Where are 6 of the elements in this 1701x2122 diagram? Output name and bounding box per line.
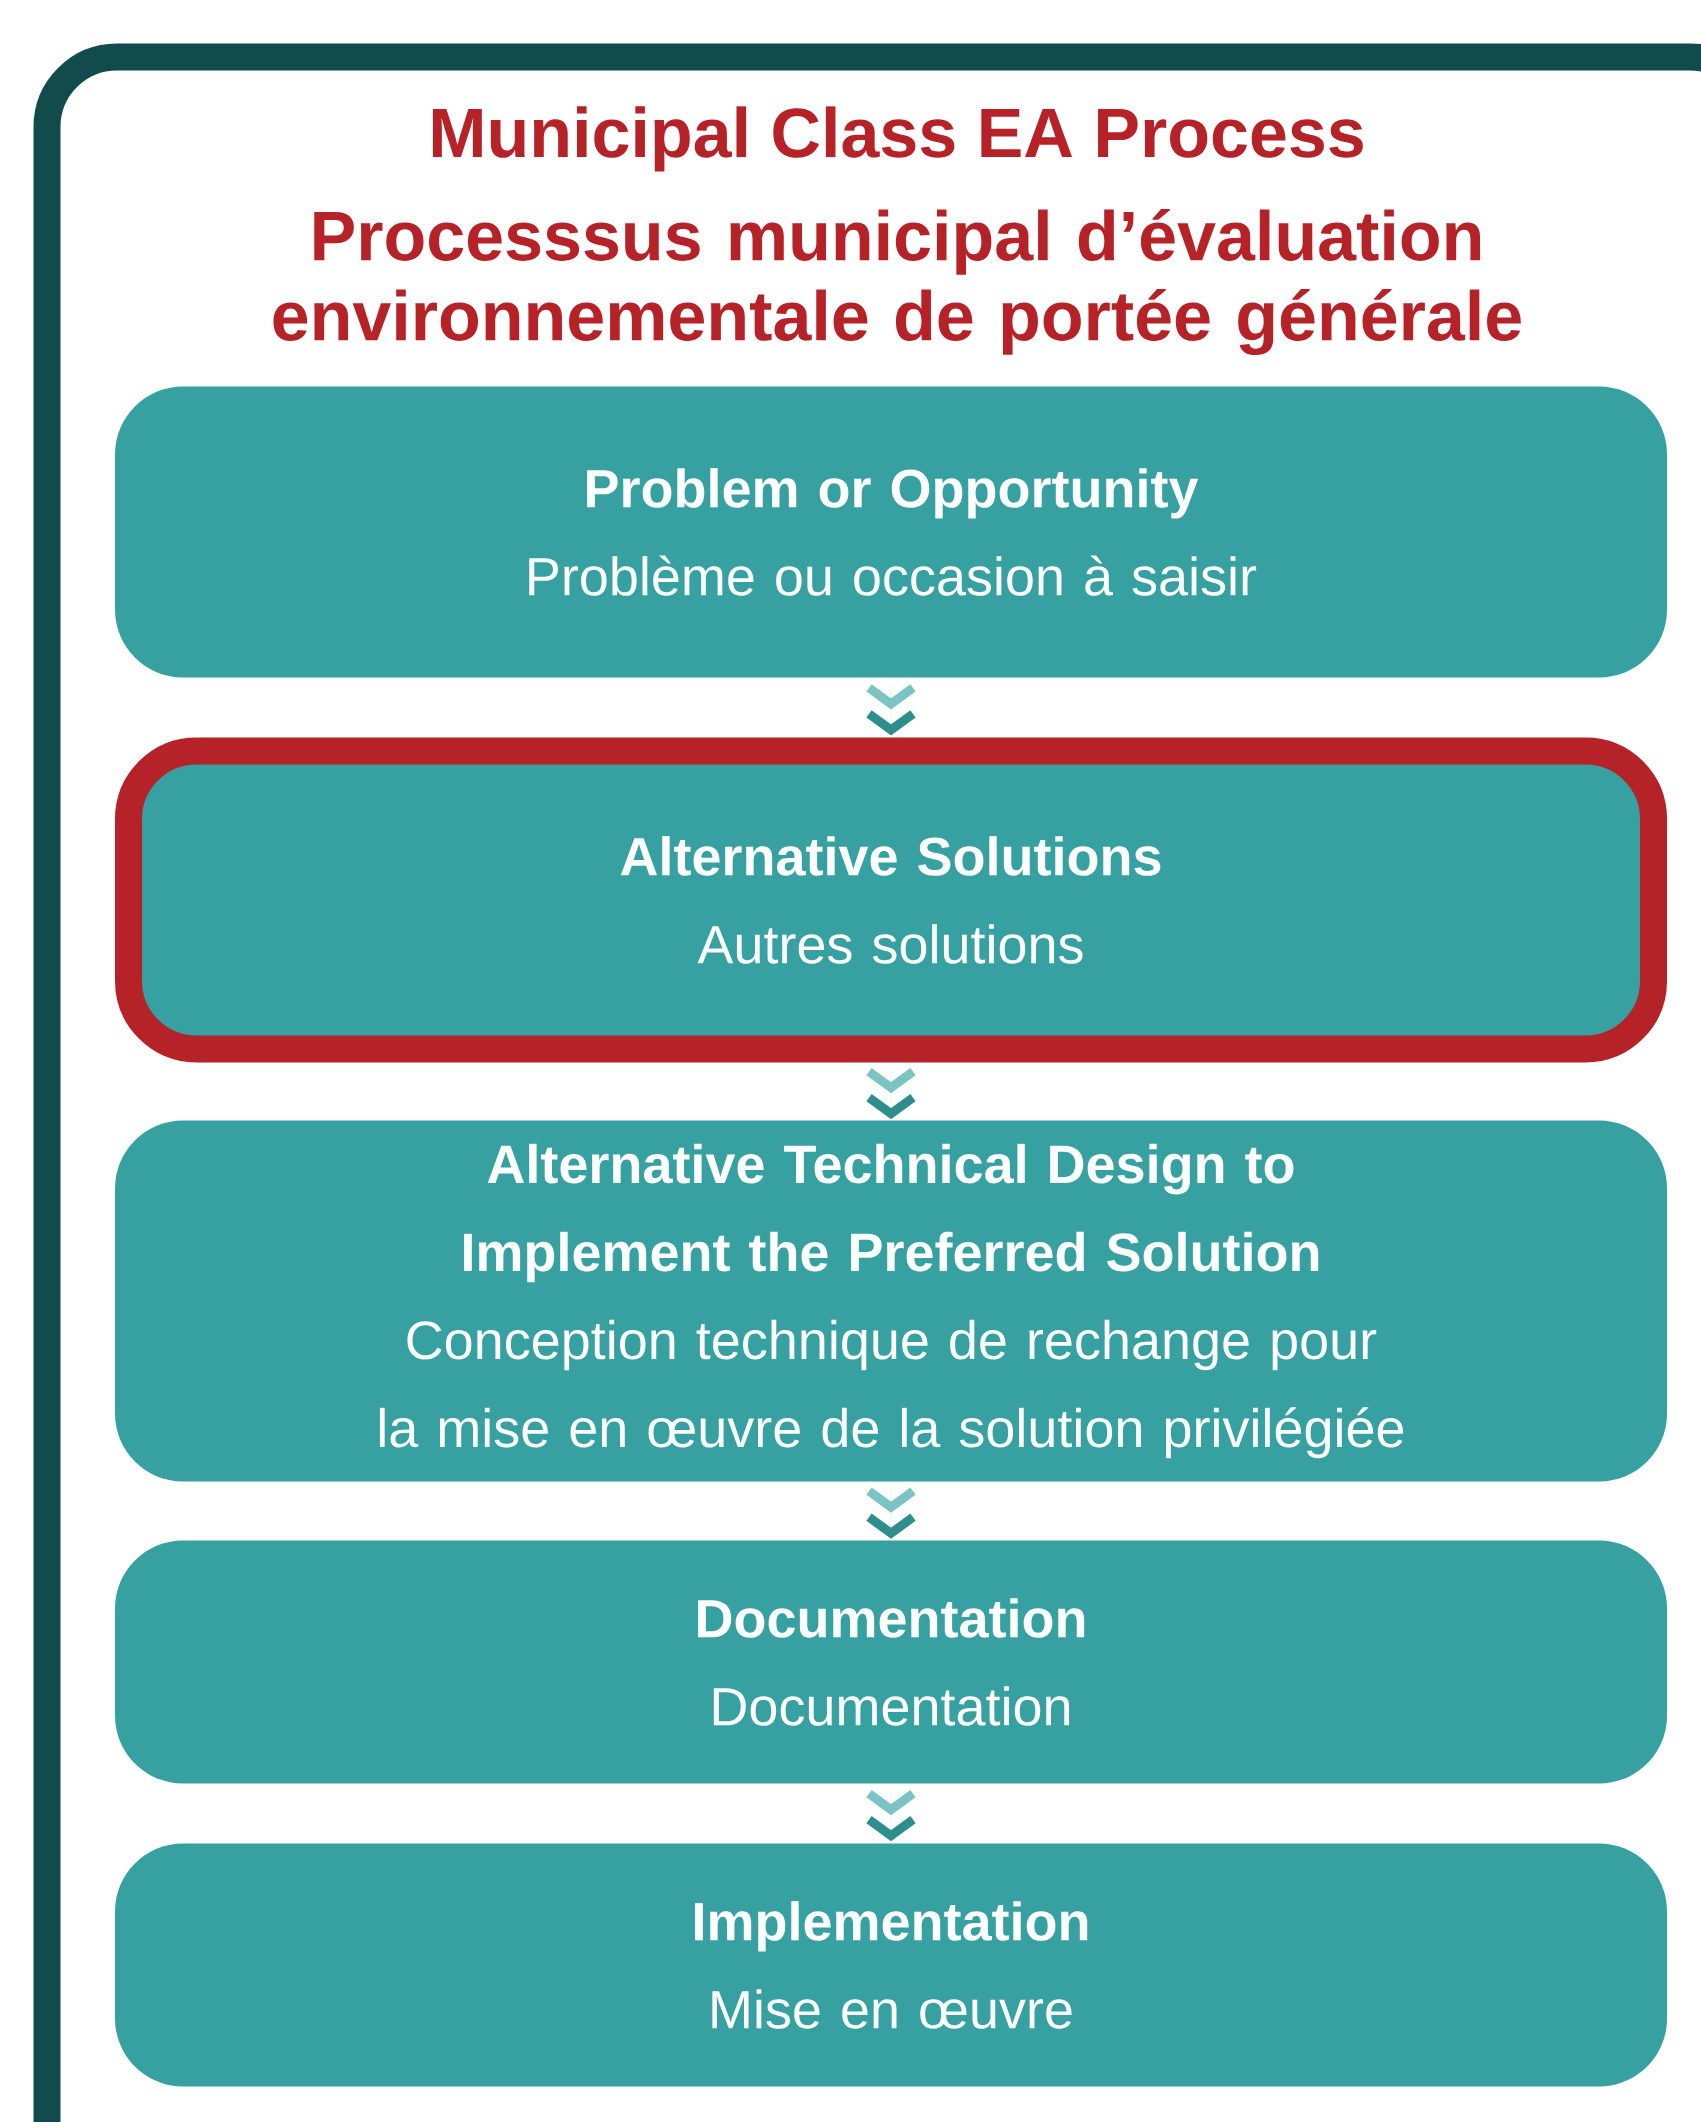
step-box: Documentation Documentation — [115, 1540, 1667, 1784]
title-text: Municipal Class EA Process — [432, 106, 1363, 172]
step-box: Implementation Mise en œuvre — [115, 1843, 1667, 2087]
step-box: Alternative Technical Design to Implement the Preferred Solution Conception technique de rechange pour la mise en œuvre de la solution privilégiée — [115, 1120, 1667, 1482]
highlighted-step-box: Alternative Solutions Autres solutions — [115, 737, 1667, 1063]
step-box: Problem or Opportunity Problème ou occasion à saisir — [115, 386, 1667, 678]
